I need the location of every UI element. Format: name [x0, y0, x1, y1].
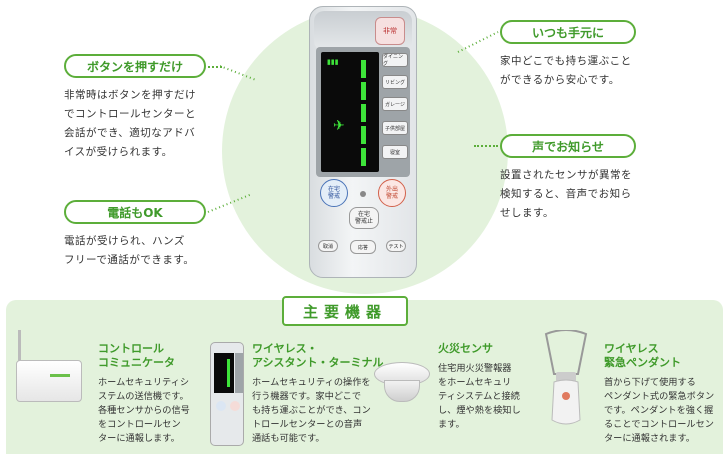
home-guard-button[interactable]: 在宅警戒	[320, 179, 348, 207]
product-title-pendant: ワイヤレス 緊急ペンダント	[604, 342, 681, 369]
zone-button-kids-room[interactable]: 子供部屋	[382, 121, 408, 135]
feature-title: 声でお知らせ	[532, 139, 604, 154]
indicator-bar	[361, 148, 366, 166]
answer-button[interactable]: 応答	[350, 240, 376, 254]
away-guard-button[interactable]: 外出警戒	[378, 179, 406, 207]
terminal-image	[210, 342, 244, 446]
indicator-bar	[361, 126, 366, 144]
product-title-fire-sensor: 火災センサ	[438, 342, 493, 355]
signal-icon: ▮▮▮	[327, 58, 339, 66]
connector-dots	[474, 145, 498, 147]
connector-dots	[208, 66, 222, 68]
connector-line	[220, 65, 257, 81]
emergency-button[interactable]: 非常	[375, 17, 405, 45]
feature-desc-phone: 電話が受けられ、ハンズ フリーで通話ができます。	[64, 235, 195, 266]
feature-title: 電話もOK	[107, 205, 163, 220]
product-desc-fire-sensor: 住宅用火災警報器 をホームセキュリ ティシステムと接続 し、煙や熱を検知し ます…	[438, 363, 521, 430]
home-guard-stop-button[interactable]: 在宅警戒止	[349, 207, 379, 229]
wireless-terminal-image: 非常 ▮▮▮ ✈ ダイニング リビング ガレージ 子供部屋 寝室 在宅警戒 外出…	[309, 6, 417, 278]
zone-button-dining[interactable]: ダイニング	[382, 53, 408, 67]
feature-pill-button-only: ボタンを押すだけ	[64, 54, 206, 78]
terminal-screen	[214, 353, 234, 393]
feature-pill-always-at-hand: いつも手元に	[500, 20, 636, 44]
pendant-image	[544, 330, 588, 425]
feature-desc-button-only: 非常時はボタンを押すだけ でコントロールセンターと 会話ができ、適切なアドバ イ…	[64, 89, 196, 158]
remote-screen: ▮▮▮ ✈	[321, 52, 379, 172]
cancel-button[interactable]: 取消	[318, 240, 338, 252]
connector-line	[457, 31, 499, 53]
indicator-bar	[361, 82, 366, 100]
indicator-bar	[361, 104, 366, 122]
product-desc-communicator: ホームセキュリティシ ステムの送信機です。 各種センサからの信号 をコントロール…	[98, 377, 190, 444]
product-desc-pendant: 首から下げて使用する ペンダント式の緊急ボタン です。ペンダントを強く握 ること…	[604, 377, 715, 444]
product-title-terminal: ワイヤレス・ アシスタント・ターミナル	[252, 342, 384, 369]
status-led	[360, 191, 366, 197]
product-title-communicator: コントロール コミュニケータ	[98, 342, 175, 369]
feature-desc-always-at-hand: 家中どこでも持ち運ぶこと ができるから安心です。	[500, 55, 632, 86]
feature-pill-phone: 電話もOK	[64, 200, 206, 224]
fire-sensor-image	[374, 352, 430, 408]
communicator-image	[10, 330, 86, 404]
test-button[interactable]: テスト	[386, 240, 406, 252]
bird-logo-icon: ✈	[333, 118, 345, 134]
feature-pill-voice-notice: 声でお知らせ	[500, 134, 636, 158]
zone-button-garage[interactable]: ガレージ	[382, 97, 408, 111]
status-light-icon	[50, 374, 70, 377]
product-desc-terminal: ホームセキュリティの操作を 行う機器です。家中どこで も持ち運ぶことができ、コン…	[252, 377, 371, 444]
feature-desc-voice-notice: 設置されたセンサが異常を 検知すると、音声でお知ら せします。	[500, 169, 632, 219]
indicator-bar	[361, 60, 366, 78]
antenna-icon	[18, 330, 21, 372]
feature-title: ボタンを押すだけ	[86, 59, 183, 74]
zone-button-living[interactable]: リビング	[382, 75, 408, 89]
zone-button-bedroom[interactable]: 寝室	[382, 145, 408, 159]
main-devices-title: 主要機器	[282, 296, 408, 326]
connector-line	[207, 193, 253, 213]
feature-title: いつも手元に	[531, 25, 604, 40]
